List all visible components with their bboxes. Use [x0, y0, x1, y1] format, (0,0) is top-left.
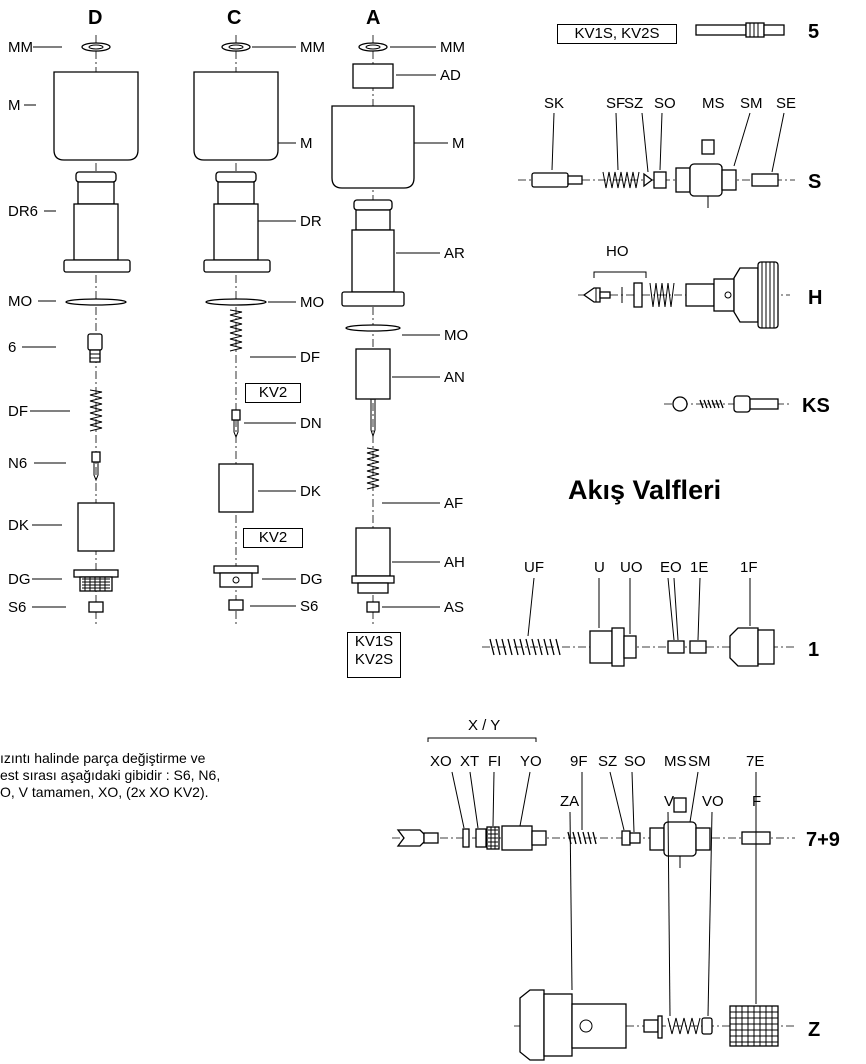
label-1-uf: UF: [524, 559, 544, 576]
model-box-kv2s: KV2S: [354, 651, 394, 668]
label-s-sm: SM: [740, 95, 763, 112]
label-1-1e: 1E: [690, 559, 708, 576]
note-line-1: ızıntı halinde parça değiştirme ve: [0, 750, 206, 766]
label-d-n6: N6: [8, 455, 27, 472]
row-7-9-drawing: [392, 797, 795, 868]
label-7-ms: MS: [664, 753, 687, 770]
column-a-drawing: [331, 35, 415, 625]
label-s-sf: SF: [606, 95, 625, 112]
label-d-dg: DG: [8, 571, 31, 588]
model-box-kv2-upper: KV2: [245, 383, 301, 403]
label-c-dn: DN: [300, 415, 322, 432]
row-ks-drawing: [664, 395, 790, 413]
label-c-dk: DK: [300, 483, 321, 500]
label-c-df: DF: [300, 349, 320, 366]
label-7-xy: X / Y: [468, 717, 500, 734]
label-7-fi: FI: [488, 753, 501, 770]
marker-s: S: [808, 171, 821, 193]
label-a-af: AF: [444, 495, 463, 512]
label-7-yo: YO: [520, 753, 542, 770]
column-header-a: A: [366, 7, 380, 29]
marker-ks: KS: [802, 395, 830, 417]
label-1-uo: UO: [620, 559, 643, 576]
marker-1: 1: [808, 639, 819, 661]
model-box-kv1s-kv2s-stacked: KV1S KV2S: [347, 632, 401, 678]
label-a-ar: AR: [444, 245, 465, 262]
label-1-eo: EO: [660, 559, 682, 576]
note-line-2: est sırası aşağıdaki gibidir : S6, N6,: [0, 767, 221, 783]
label-d-dr6: DR6: [8, 203, 38, 220]
model-box-kv2-lower: KV2: [243, 528, 303, 548]
label-c-m: M: [300, 135, 313, 152]
label-s-so: SO: [654, 95, 676, 112]
label-z-za: ZA: [560, 793, 579, 810]
label-a-mo: MO: [444, 327, 468, 344]
label-z-vo: VO: [702, 793, 724, 810]
column-header-d: D: [88, 7, 102, 29]
label-a-as: AS: [444, 599, 464, 616]
label-7-sz: SZ: [598, 753, 617, 770]
label-h-ho: HO: [606, 243, 629, 260]
model-box-kv1s-kv2s: KV1S, KV2S: [557, 24, 677, 44]
column-a-labels: MM AD M AR MO AN AF AH AS: [382, 39, 468, 616]
column-c-labels: MM M DR MO DF DN DK DG S6: [244, 39, 325, 615]
column-c-drawing: [193, 35, 279, 625]
label-7-so: SO: [624, 753, 646, 770]
note-line-3: O, V tamamen, XO, (2x XO KV2).: [0, 784, 209, 800]
column-header-c: C: [227, 7, 241, 29]
label-7-9f: 9F: [570, 753, 588, 770]
row-z-labels: ZA V VO F: [560, 793, 761, 1017]
label-z-v: V: [664, 793, 674, 810]
label-d-s6: S6: [8, 599, 26, 616]
label-s-sz: SZ: [624, 95, 643, 112]
row-z-drawing: [514, 989, 795, 1061]
marker-z: Z: [808, 1019, 820, 1041]
label-7-xo: XO: [430, 753, 452, 770]
label-d-dk: DK: [8, 517, 29, 534]
label-7-xt: XT: [460, 753, 479, 770]
label-s-se: SE: [776, 95, 796, 112]
model-box-kv1s: KV1S: [354, 633, 394, 650]
row-s-drawing: [518, 139, 795, 208]
label-a-m: M: [452, 135, 465, 152]
label-7-7e: 7E: [746, 753, 764, 770]
label-c-s6: S6: [300, 598, 318, 615]
label-s-ms: MS: [702, 95, 725, 112]
row-h-labels: HO: [593, 243, 647, 278]
label-c-mm: MM: [300, 39, 325, 56]
label-a-ad: AD: [440, 67, 461, 84]
label-c-dg: DG: [300, 571, 323, 588]
label-1-1f: 1F: [740, 559, 758, 576]
label-c-mo: MO: [300, 294, 324, 311]
maintenance-note: ızıntı halinde parça değiştirme ve est s…: [0, 750, 220, 801]
row-5-drawing: [695, 22, 785, 38]
label-7-sm: SM: [688, 753, 711, 770]
column-d-drawing: [53, 35, 139, 625]
row-1-labels: UF U UO EO 1E 1F: [524, 559, 758, 641]
label-z-f: F: [752, 793, 761, 810]
row-7-9-labels: X / Y XO XT FI YO 9F SZ SO MS SM 7E: [427, 717, 764, 833]
label-s-sk: SK: [544, 95, 564, 112]
label-d-mm: MM: [8, 39, 33, 56]
section-title: Akış Valfleri: [568, 475, 722, 505]
label-a-an: AN: [444, 369, 465, 386]
label-1-u: U: [594, 559, 605, 576]
row-1-drawing: [482, 627, 795, 667]
row-s-labels: SK SF SZ SO MS SM SE: [544, 95, 796, 173]
marker-5: 5: [808, 21, 819, 43]
marker-h: H: [808, 287, 822, 309]
label-d-6: 6: [8, 339, 16, 356]
label-d-m: M: [8, 97, 21, 114]
label-a-ah: AH: [444, 554, 465, 571]
label-d-df: DF: [8, 403, 28, 420]
marker-7-9: 7+9: [806, 829, 840, 851]
column-d-labels: MM M DR6 MO 6 DF N6 DK DG S6: [8, 39, 70, 616]
label-a-mm: MM: [440, 39, 465, 56]
row-h-drawing: [578, 261, 790, 329]
label-d-mo: MO: [8, 293, 32, 310]
label-c-dr: DR: [300, 213, 322, 230]
